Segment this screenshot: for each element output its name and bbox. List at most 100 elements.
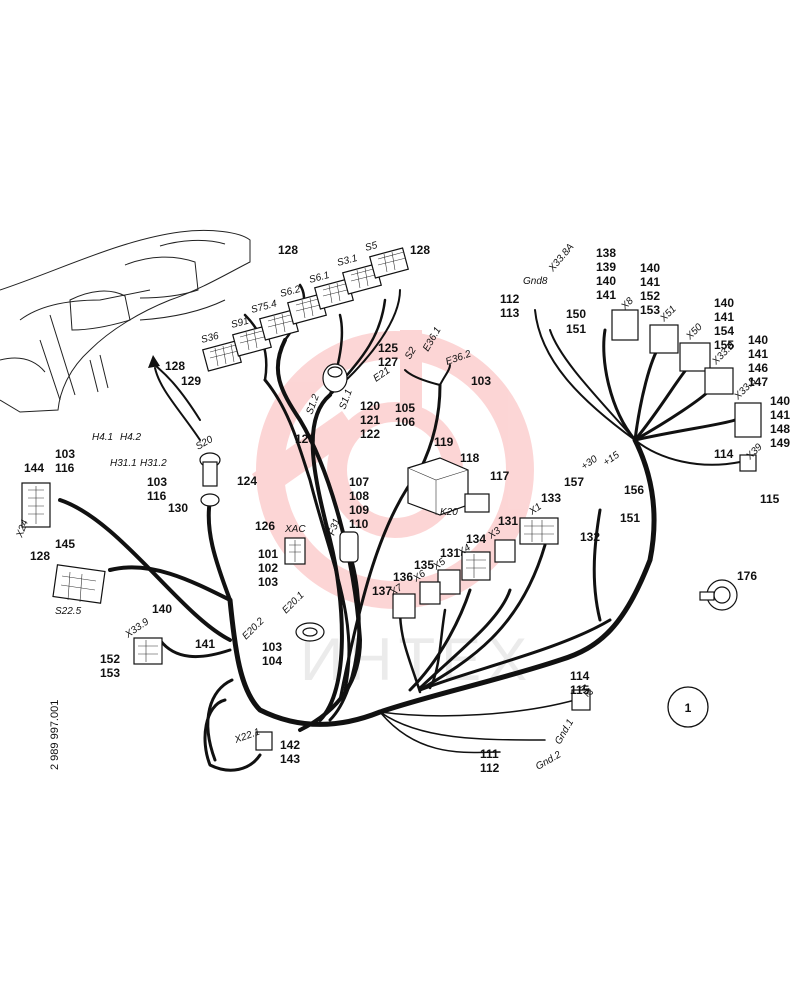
- callout-140: 140: [640, 261, 660, 275]
- label-H4-2: H4.2: [120, 432, 142, 443]
- callout-157: 157: [564, 475, 584, 489]
- callout-103: 103: [147, 475, 167, 489]
- label-X50: X50: [684, 321, 705, 342]
- ignition-lock: [322, 363, 348, 393]
- switch-S20: [199, 452, 221, 507]
- connector-parts: [21, 247, 762, 751]
- label-K20: K20: [440, 507, 458, 518]
- callout-115: 115: [760, 492, 780, 506]
- callout-103: 103: [262, 640, 282, 654]
- callout-141: 141: [714, 310, 734, 324]
- callout-143: 143: [280, 752, 300, 766]
- callout-140: 140: [748, 333, 768, 347]
- callout-133: 133: [541, 491, 561, 505]
- connector-X33-B: [704, 367, 734, 395]
- callout-129: 129: [181, 374, 201, 388]
- callout-141: 141: [640, 275, 660, 289]
- callout-134: 134: [466, 532, 486, 546]
- callout-140: 140: [770, 394, 790, 408]
- callout-108: 108: [349, 489, 369, 503]
- label-S75-4: S75.4: [250, 298, 279, 316]
- callout-107: 107: [349, 475, 369, 489]
- callout-138: 138: [596, 246, 616, 260]
- callout-155: 155: [714, 338, 734, 352]
- callout-106: 106: [395, 415, 415, 429]
- callout-101: 101: [258, 547, 278, 561]
- lighter-E20-1: [295, 622, 325, 642]
- callout-109: 109: [349, 503, 369, 517]
- connector-X6: [419, 581, 441, 605]
- callout-152: 152: [100, 652, 120, 666]
- label-S6-1: S6.1: [308, 270, 331, 286]
- callout-103: 103: [471, 374, 491, 388]
- callout-126: 126: [255, 519, 275, 533]
- callout-116: 116: [55, 461, 75, 475]
- label-plus30: +30: [579, 453, 600, 472]
- label-S36: S36: [200, 331, 220, 346]
- callout-113: 113: [500, 306, 520, 320]
- connector-X33-8: [734, 402, 762, 438]
- fuse-F31: [339, 531, 359, 563]
- label-S6-2: S6.2: [279, 284, 302, 300]
- callout-153: 153: [640, 303, 660, 317]
- callout-153: 153: [100, 666, 120, 680]
- label-plus15: +15: [601, 449, 622, 468]
- connector-X7: [392, 593, 416, 619]
- view-number: 1: [685, 701, 692, 715]
- label-H31-2: H31.2: [140, 458, 167, 469]
- label-H31-1: H31.1: [110, 458, 137, 469]
- label-Gnd8: Gnd8: [523, 276, 548, 287]
- callout-140: 140: [714, 296, 734, 310]
- label-S91: S91: [230, 316, 250, 331]
- connector-X24: [21, 482, 51, 528]
- callout-146: 146: [748, 361, 768, 375]
- callout-118: 118: [460, 451, 480, 465]
- label-XAC: XAC: [284, 524, 306, 535]
- label-Gnd1: Gnd.1: [553, 717, 576, 746]
- connector-X50: [679, 342, 711, 372]
- arrow-head: [148, 355, 160, 368]
- callout-148: 148: [770, 422, 790, 436]
- connector-X5: [437, 569, 461, 595]
- callout-112: 112: [480, 761, 500, 775]
- label-S2: S2: [403, 345, 419, 361]
- callout-132: 132: [580, 530, 600, 544]
- callout-144: 144: [24, 461, 44, 475]
- callout-104: 104: [262, 654, 282, 668]
- callout-124: 124: [237, 474, 257, 488]
- callout-125: 125: [378, 341, 398, 355]
- dashboard-sketch: [0, 229, 251, 413]
- callout-141: 141: [195, 637, 215, 651]
- callout-128: 128: [278, 243, 298, 257]
- callout-121: 121: [360, 413, 380, 427]
- callout-128: 128: [165, 359, 185, 373]
- callout-123: 123: [295, 432, 315, 446]
- callout-112: 112: [500, 292, 520, 306]
- callout-122: 122: [360, 427, 380, 441]
- label-E20-2: E20.2: [240, 616, 267, 643]
- callout-120: 120: [360, 399, 380, 413]
- connector-X51: [649, 324, 679, 354]
- connector-M2: [571, 689, 591, 711]
- label-S5: S5: [364, 240, 379, 254]
- connector-X22-1: [255, 731, 273, 751]
- connector-X4: [461, 551, 491, 581]
- callout-141: 141: [748, 347, 768, 361]
- connector-S22-5: [52, 564, 106, 604]
- callout-131: 131: [498, 514, 518, 528]
- label-X51: X51: [658, 304, 679, 325]
- callout-140: 140: [596, 274, 616, 288]
- callout-103: 103: [258, 575, 278, 589]
- callout-141: 141: [596, 288, 616, 302]
- callout-128: 128: [410, 243, 430, 257]
- callout-145: 145: [55, 537, 75, 551]
- callout-119: 119: [434, 435, 454, 449]
- connector-X33-9: [133, 637, 163, 665]
- connector-X3: [494, 539, 516, 563]
- callout-128: 128: [30, 549, 50, 563]
- direction-arrow: [154, 367, 201, 441]
- connector-X8: [611, 309, 639, 341]
- callout-114: 114: [714, 447, 734, 461]
- connector-XAC: [284, 537, 306, 565]
